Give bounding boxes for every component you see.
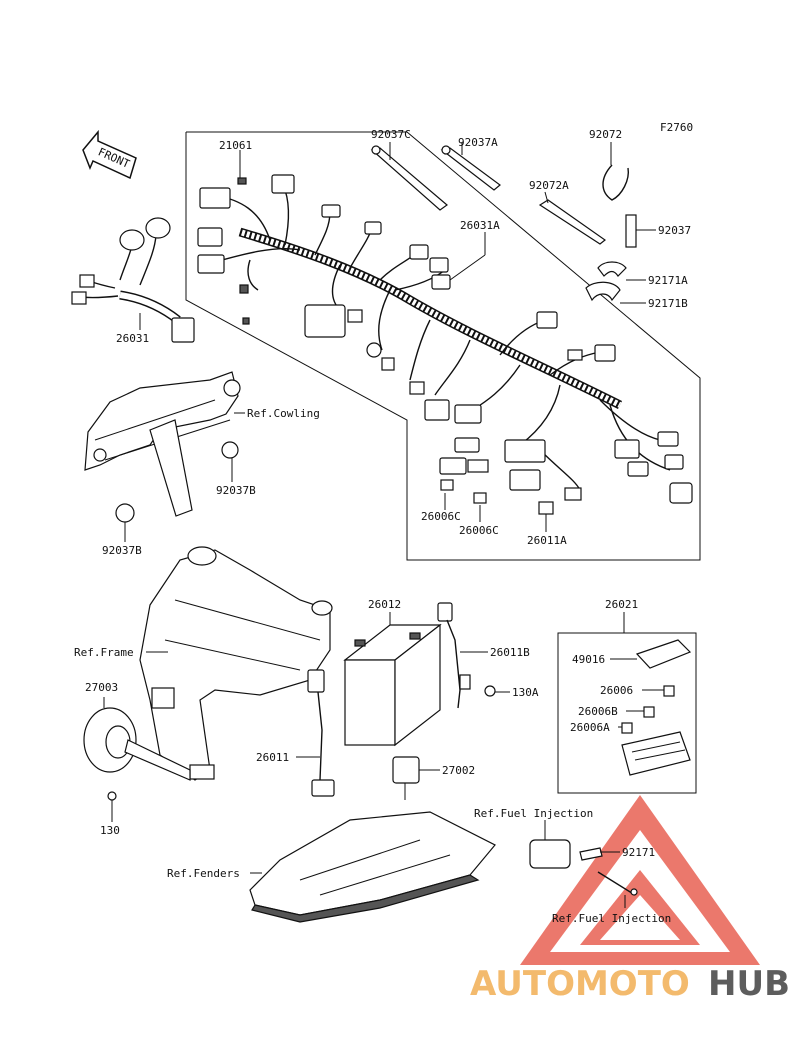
label-21061: 21061 (219, 139, 252, 152)
fuse-26006 (663, 685, 675, 697)
part-26006c-left (440, 479, 454, 491)
ref-cowling: Ref.Cowling (247, 407, 320, 420)
label-26031a: 26031A (460, 219, 500, 232)
label-26006a: 26006A (570, 721, 610, 734)
label-26006: 26006 (600, 684, 633, 697)
label-26012: 26012 (368, 598, 401, 611)
label-26006b: 26006B (578, 705, 618, 718)
cover-49016 (635, 639, 692, 669)
relay-27002 (392, 756, 420, 784)
clamp-92037 (625, 214, 637, 248)
grommet-92037b-lower (115, 503, 135, 523)
fuse-26006b (643, 706, 655, 718)
label-49016: 49016 (572, 653, 605, 666)
cable-26011 (307, 669, 335, 797)
label-26011: 26011 (256, 751, 289, 764)
label-92037: 92037 (658, 224, 691, 237)
clip-92171a (597, 261, 627, 277)
label-92171b: 92171B (648, 297, 688, 310)
clip-92171b (585, 281, 621, 302)
band-92072 (602, 164, 629, 201)
watermark-text-primary: AUTOMOTO (470, 964, 690, 1004)
label-130a: 130A (512, 686, 539, 699)
label-26031: 26031 (116, 332, 149, 345)
harness-connectors (197, 174, 693, 504)
front-arrow-icon: FRONT (82, 129, 137, 180)
cowling-stay (84, 371, 241, 517)
label-92171: 92171 (622, 846, 655, 859)
label-92171a: 92171A (648, 274, 688, 287)
strap-92037a (440, 145, 501, 191)
label-92072a: 92072A (529, 179, 569, 192)
ref-fenders: Ref.Fenders (167, 867, 240, 880)
cable-26011b (437, 602, 496, 709)
label-26011b: 26011B (490, 646, 530, 659)
relay-fuel-injection (529, 839, 638, 896)
strap-92037c (370, 145, 448, 211)
watermark-logo-icon (520, 795, 760, 965)
ref-fuel-injection-bottom: Ref.Fuel Injection (552, 912, 671, 925)
fender-undertray (249, 811, 496, 923)
label-27002: 27002 (442, 764, 475, 777)
label-92072: 92072 (589, 128, 622, 141)
label-92037b-lower: 92037B (102, 544, 142, 557)
ref-fuel-injection-top: Ref.Fuel Injection (474, 807, 593, 820)
main-harness (214, 184, 671, 491)
fusebox-group-outline (557, 632, 697, 794)
horn-27003 (83, 707, 191, 801)
fuse-26006a (621, 722, 633, 734)
label-26006c-left: 26006C (421, 510, 461, 523)
leader-lines (103, 142, 664, 908)
fuse-box (621, 731, 691, 776)
label-130: 130 (100, 824, 120, 837)
label-27003: 27003 (85, 681, 118, 694)
diagram-code: F2760 (660, 121, 693, 134)
label-26011a: 26011A (527, 534, 567, 547)
watermark-text-secondary: HUB (708, 964, 790, 1004)
sub-harness-26031 (71, 217, 195, 343)
label-92037b-upper: 92037B (216, 484, 256, 497)
part-26011a (538, 501, 554, 515)
label-92037c: 92037C (371, 128, 411, 141)
label-26006c-right: 26006C (459, 524, 499, 537)
label-26021: 26021 (605, 598, 638, 611)
ref-frame: Ref.Frame (74, 646, 134, 659)
tie-92072a (538, 199, 606, 245)
label-92037a: 92037A (458, 136, 498, 149)
grommet-92037b-upper (221, 441, 239, 459)
battery-26012 (343, 623, 442, 747)
part-26006c-right (473, 492, 487, 504)
harness-group-outline (185, 131, 701, 561)
frame (139, 546, 333, 781)
